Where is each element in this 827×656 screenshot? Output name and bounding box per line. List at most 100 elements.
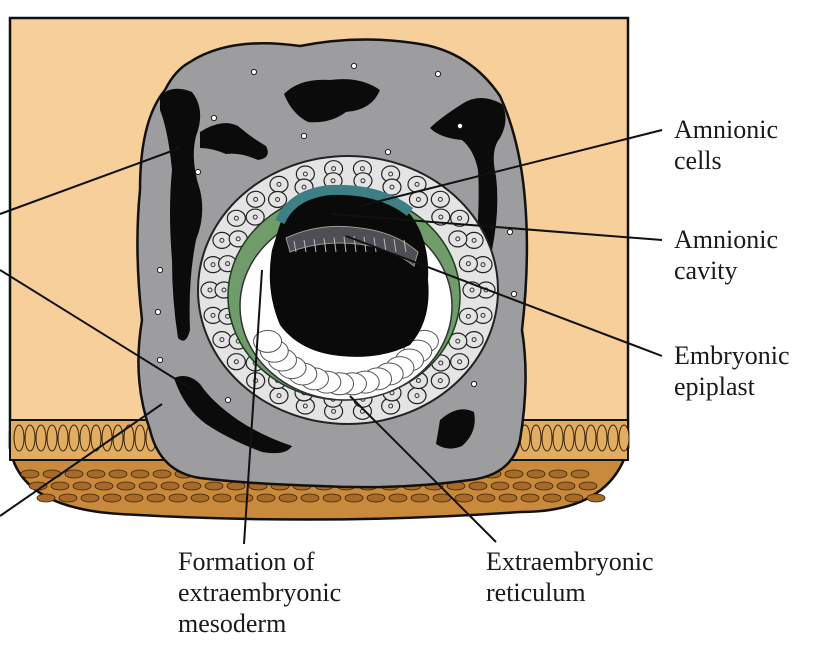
ring-cell (459, 256, 477, 272)
stroma-cell (59, 494, 77, 502)
epithelial-cell (47, 425, 57, 451)
amnionic-cavity-shape (270, 192, 429, 357)
stroma-cell (131, 470, 149, 478)
label-formation-mesoderm: Formation of extraembryonic mesoderm (178, 546, 341, 639)
stroma-cell (65, 470, 83, 478)
ring-cell (431, 191, 449, 207)
stroma-cell (257, 494, 275, 502)
ring-cell (270, 176, 288, 192)
stroma-cell (183, 482, 201, 490)
stroma-cell (579, 482, 597, 490)
stroma-cell (505, 470, 523, 478)
ring-cell (247, 191, 265, 207)
label-amnionic-cavity: Amnionic cavity (674, 224, 778, 286)
ring-cell (459, 308, 477, 324)
bilaminar-disc-complex (198, 156, 498, 424)
epithelial-cell (36, 425, 46, 451)
label-extraembryonic-reticulum: Extraembryonic reticulum (486, 546, 654, 608)
ring-cell (451, 354, 469, 370)
stroma-cell (103, 494, 121, 502)
epithelial-cell (102, 425, 112, 451)
ring-cell (270, 388, 288, 404)
stroma-cell (117, 482, 135, 490)
ring-cell (227, 210, 245, 226)
epithelial-cell (553, 425, 563, 451)
stroma-cell (191, 494, 209, 502)
epithelial-cell (542, 425, 552, 451)
ring-cell (431, 373, 449, 389)
trophoblast-nucleus (351, 63, 356, 68)
stroma-cell (389, 494, 407, 502)
stroma-cell (37, 494, 55, 502)
epithelial-cell (586, 425, 596, 451)
ring-cell (269, 191, 287, 207)
stroma-cell (535, 482, 553, 490)
stroma-cell (345, 494, 363, 502)
stroma-cell (169, 494, 187, 502)
stroma-cell (323, 494, 341, 502)
stroma-cell (81, 494, 99, 502)
stroma-cell (469, 482, 487, 490)
trophoblast-nucleus (471, 381, 476, 386)
stroma-cell (565, 494, 583, 502)
stroma-cell (411, 494, 429, 502)
stroma-cell (513, 482, 531, 490)
stroma-cell (543, 494, 561, 502)
stroma-cell (235, 494, 253, 502)
stroma-cell (205, 482, 223, 490)
stroma-cell (213, 494, 231, 502)
trophoblast-nucleus (507, 229, 512, 234)
stroma-cell (521, 494, 539, 502)
epithelial-cell (608, 425, 618, 451)
trophoblast-nucleus (225, 397, 230, 402)
stroma-cell (571, 470, 589, 478)
label-amnionic-cells: Amnionic cells (674, 114, 778, 176)
stroma-cell (301, 494, 319, 502)
trophoblast-nucleus (155, 309, 160, 314)
stroma-cell (153, 470, 171, 478)
stroma-cell (455, 494, 473, 502)
epithelial-cell (58, 425, 68, 451)
stroma-cell (477, 494, 495, 502)
epithelial-cell (619, 425, 629, 451)
epithelial-cell (25, 425, 35, 451)
stroma-cell (499, 494, 517, 502)
stroma-cell (21, 470, 39, 478)
stroma-cell (557, 482, 575, 490)
stroma-cell (51, 482, 69, 490)
trophoblast-nucleus (251, 69, 256, 74)
trophoblast-nucleus (157, 267, 162, 272)
stroma-cell (87, 470, 105, 478)
stroma-cell (367, 494, 385, 502)
epithelial-cell (135, 425, 145, 451)
ring-cell (227, 354, 245, 370)
stroma-cell (527, 470, 545, 478)
stroma-cell (549, 470, 567, 478)
trophoblast-nucleus (511, 291, 516, 296)
ring-cell (449, 231, 467, 247)
ring-cell (465, 232, 483, 248)
epithelial-cell (575, 425, 585, 451)
trophoblast-nucleus (301, 133, 306, 138)
stroma-cell (73, 482, 91, 490)
epithelial-cell (14, 425, 24, 451)
stroma-cell (125, 494, 143, 502)
epithelial-cell (80, 425, 90, 451)
epithelial-cell (564, 425, 574, 451)
trophoblast-nucleus (385, 149, 390, 154)
epithelial-cell (531, 425, 541, 451)
epithelial-cell (597, 425, 607, 451)
stroma-cell (139, 482, 157, 490)
stroma-cell (161, 482, 179, 490)
ring-cell (213, 232, 231, 248)
stroma-cell (147, 494, 165, 502)
ring-cell (213, 332, 231, 348)
stroma-cell (95, 482, 113, 490)
label-embryonic-epiplast: Embryonic epiplast (674, 340, 790, 402)
trophoblast-nucleus (195, 169, 200, 174)
ring-cell (408, 388, 426, 404)
stroma-cell (587, 494, 605, 502)
epithelial-cell (69, 425, 79, 451)
